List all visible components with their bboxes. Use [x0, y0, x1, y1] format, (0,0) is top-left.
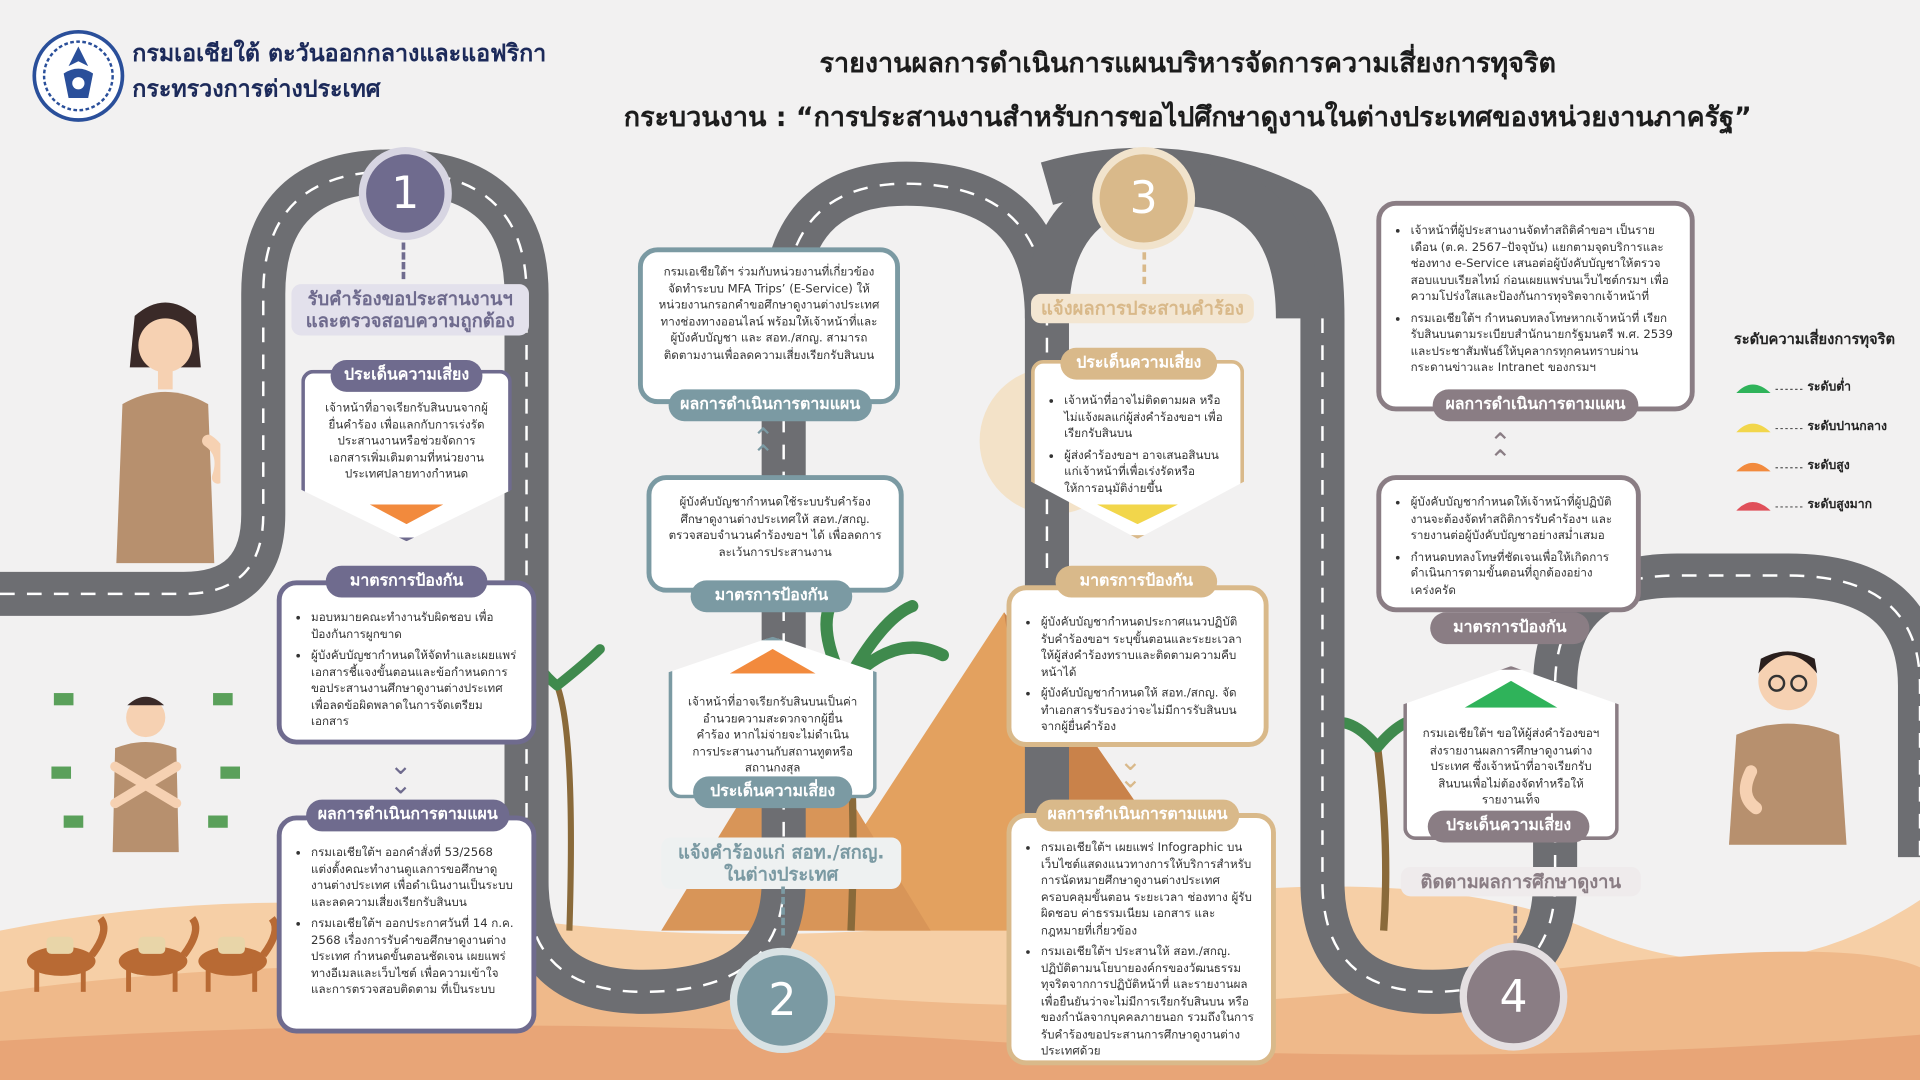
legend-swatch-icon: [1736, 502, 1803, 511]
col3-risk-item: ผู้ส่งคำร้องขอฯ อาจเสนอสินบนแก่เจ้าหน้าท…: [1064, 448, 1226, 498]
officer-man-illustration: [1728, 651, 1847, 845]
step-4-number: 4: [1499, 971, 1528, 1022]
bribery-refusal-illustration: [51, 693, 241, 853]
col2-result-text: กรมเอเชียใต้ฯ ร่วมกับหน่วยงานที่เกี่ยวข้…: [658, 265, 880, 362]
col1-prevent-item: ผู้บังคับบัญชากำหนดให้จัดทำและเผยแพร่เอก…: [311, 648, 517, 731]
col3-risk-label: ประเด็นความเสี่ยง: [1060, 347, 1218, 380]
report-title: รายงานผลการดำเนินการแผนบริหารจัดการความเ…: [819, 48, 1557, 80]
ministry-name: กระทรวงการต่างประเทศ: [132, 75, 381, 103]
col1-prevent-item: มอบหมายคณะทำงานรับผิดชอบ เพื่อป้องกันการ…: [311, 610, 517, 643]
step-1-badge: 1: [358, 146, 452, 241]
ministry-seal-icon: [32, 30, 125, 122]
legend-swatch-icon: [1736, 423, 1803, 433]
step-1-number: 1: [391, 168, 420, 219]
col3-prevent-item: ผู้บังคับบัญชากำหนดประกาศแนวปฏิบัติรับคำ…: [1041, 615, 1249, 681]
col1-result-box: กรมเอเชียใต้ฯ ออกคำสั่งที่ 53/2568 แต่งต…: [276, 815, 537, 1034]
col3-result-box: กรมเอเชียใต้ฯ เผยแพร่ Infographic บนเว็บ…: [1006, 813, 1276, 1066]
step-3-title: แจ้งผลการประสานคำร้อง: [1031, 293, 1254, 324]
col4-prevent-box: ผู้บังคับบัญชากำหนดให้เจ้าหน้าที่ผู้ปฏิบ…: [1376, 475, 1641, 613]
officer-woman-illustration: [116, 302, 221, 564]
legend-title: ระดับความเสี่ยงการทุจริต: [1733, 330, 1896, 348]
col1-result-item: กรมเอเชียใต้ฯ ออกประกาศวันที่ 14 ก.ค. 25…: [311, 916, 517, 999]
connector-line: [1513, 906, 1519, 943]
chevron-down-icon: ⌄⌄: [389, 750, 412, 801]
col3-result-item: กรมเอเชียใต้ฯ ประสานให้ สอท./สกญ. ปฏิบัต…: [1041, 944, 1257, 1060]
legend-label: ระดับสูงมาก: [1807, 497, 1873, 512]
legend-item: ระดับสูง: [1734, 446, 1887, 485]
step-2-badge: 2: [729, 947, 836, 1054]
step-2-number: 2: [768, 975, 797, 1026]
step-2-title: แจ้งคำร้องแก่ สอท./สกญ. ในต่างประเทศ: [661, 837, 902, 889]
risk-legend: ระดับต่ำระดับปานกลางระดับสูงระดับสูงมาก: [1734, 367, 1887, 524]
process-title: กระบวนงาน : “การประสานงานสำหรับการขอไปศึ…: [623, 102, 1752, 134]
col4-prevent-item: ผู้บังคับบัญชากำหนดให้เจ้าหน้าที่ผู้ปฏิบ…: [1411, 495, 1622, 545]
col4-result-label: ผลการดำเนินการตามแผน: [1432, 389, 1639, 422]
col4-result-item: กรมเอเชียใต้ฯ กำหนดบทลงโทษหากเจ้าหน้าที่…: [1411, 310, 1675, 376]
chevron-down-icon: ⌄⌄: [1119, 746, 1142, 795]
col4-risk-text: กรมเอเชียใต้ฯ ขอให้ผู้ส่งคำร้องขอฯ ส่งรา…: [1422, 727, 1600, 807]
connector-line: [781, 886, 787, 936]
legend-label: ระดับต่ำ: [1807, 380, 1852, 394]
col4-result-item: เจ้าหน้าที่ผู้ประสานงานจัดทำสถิติคำขอฯ เ…: [1411, 223, 1675, 306]
step-4-badge: 4: [1459, 942, 1568, 1051]
col3-prevent-box: ผู้บังคับบัญชากำหนดประกาศแนวปฏิบัติรับคำ…: [1006, 585, 1269, 747]
col4-risk-label: ประเด็นความเสี่ยง: [1427, 810, 1590, 843]
chevron-up-icon: ⌃⌃: [1488, 428, 1512, 477]
legend-item: ระดับสูงมาก: [1734, 485, 1887, 524]
legend-item: ระดับต่ำ: [1734, 367, 1887, 406]
col2-risk-text: เจ้าหน้าที่อาจเรียกรับสินบนเป็นค่าอำนวยค…: [688, 695, 858, 776]
col4-prevent-item: กำหนดบทลงโทษที่ชัดเจนเพื่อให้เกิดการดำเน…: [1411, 549, 1622, 599]
legend-label: ระดับปานกลาง: [1807, 419, 1888, 433]
col3-prevent-label: มาตรการป้องกัน: [1055, 565, 1218, 598]
legend-item: ระดับปานกลาง: [1734, 407, 1887, 446]
step-4-title: ติดตามผลการศึกษาดูงาน: [1400, 866, 1641, 897]
col2-result-label: ผลการดำเนินการตามแผน: [668, 389, 872, 422]
col2-risk-label: ประเด็นความเสี่ยง: [693, 776, 853, 809]
connector-line: [1142, 252, 1148, 285]
col2-result-box: กรมเอเชียใต้ฯ ร่วมกับหน่วยงานที่เกี่ยวข้…: [637, 247, 901, 405]
col1-prevent-box: มอบหมายคณะทำงานรับผิดชอบ เพื่อป้องกันการ…: [276, 580, 537, 745]
step-3-badge: 3: [1092, 146, 1196, 250]
col3-prevent-item: ผู้บังคับบัญชากำหนดให้ สอท./สกญ. จัดทำเอ…: [1041, 686, 1249, 736]
org-name: กรมเอเชียใต้ ตะวันออกกลางและแอฟริกา: [132, 40, 547, 68]
col4-result-box: เจ้าหน้าที่ผู้ประสานงานจัดทำสถิติคำขอฯ เ…: [1376, 200, 1695, 412]
col3-result-label: ผลการดำเนินการตามแผน: [1035, 799, 1240, 832]
legend-label: ระดับสูง: [1807, 458, 1850, 473]
connector-line: [401, 242, 408, 280]
step-3-number: 3: [1129, 173, 1158, 224]
col1-result-label: ผลการดำเนินการตามแผน: [306, 799, 510, 832]
chevron-up-icon: ⌃⌃: [751, 423, 775, 472]
col1-risk-label: ประเด็นความเสี่ยง: [330, 360, 483, 392]
col3-result-item: กรมเอเชียใต้ฯ เผยแพร่ Infographic บนเว็บ…: [1041, 840, 1257, 939]
col2-prevent-box: ผู้บังคับบัญชากำหนดใช้ระบบรับคำร้องศึกษา…: [646, 475, 904, 593]
col2-prevent-text: ผู้บังคับบัญชากำหนดใช้ระบบรับคำร้องศึกษา…: [668, 495, 882, 559]
step-1-title: รับคำร้องขอประสานงานฯ และตรวจสอบความถูกต…: [291, 284, 529, 336]
legend-swatch-icon: [1736, 462, 1803, 472]
col1-result-item: กรมเอเชียใต้ฯ ออกคำสั่งที่ 53/2568 แต่งต…: [311, 845, 517, 911]
legend-swatch-icon: [1736, 384, 1803, 394]
col2-prevent-label: มาตรการป้องกัน: [690, 580, 853, 613]
col4-prevent-label: มาตรการป้องกัน: [1430, 612, 1590, 645]
col1-risk-text: เจ้าหน้าที่อาจเรียกรับสินบนจากผู้ยื่นคำร…: [325, 401, 488, 482]
col3-risk-item: เจ้าหน้าที่อาจไม่ติดตามผล หรือไม่แจ้งผลแ…: [1064, 393, 1226, 443]
col1-prevent-label: มาตรการป้องกัน: [325, 565, 488, 598]
